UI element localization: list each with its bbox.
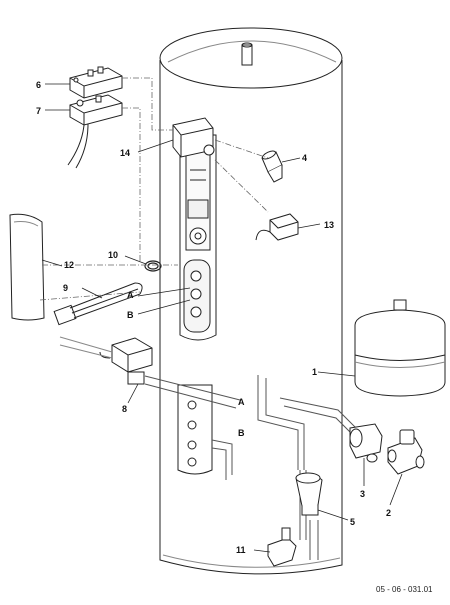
element-cover [9, 213, 45, 321]
pipework [144, 375, 357, 560]
callout-12: 12 [64, 260, 74, 270]
immersion-heater [53, 282, 143, 326]
pipe-label-a-upper: A [127, 290, 134, 300]
pipe-label-b-upper: B [127, 310, 134, 320]
callout-3: 3 [360, 489, 365, 499]
callout-9: 9 [63, 283, 68, 293]
callout-6: 6 [36, 80, 41, 90]
o-ring [144, 260, 162, 272]
callout-4: 4 [302, 153, 307, 163]
drain-valve-11 [267, 527, 297, 567]
strainer-5 [295, 472, 323, 516]
pipe-label-a-lower: A [238, 397, 245, 407]
callout-11: 11 [236, 545, 246, 555]
callout-5: 5 [350, 517, 355, 527]
thermal-cutout-13 [255, 213, 299, 241]
terminal-block-7 [67, 94, 123, 169]
callout-1: 1 [312, 367, 317, 377]
motorized-valve [59, 336, 153, 385]
callout-10: 10 [108, 250, 118, 260]
thermostat-housing [172, 117, 215, 158]
control-panel-strip [177, 134, 217, 475]
expansion-vessel [354, 299, 446, 397]
terminal-block-6 [69, 66, 123, 99]
tundish-valve-3 [349, 423, 383, 463]
pipe-label-b-lower: B [238, 428, 245, 438]
assembly-lines [39, 77, 269, 301]
drawing-reference-code: 05 - 06 - 031.01 [376, 585, 433, 594]
compression-fitting-4 [261, 150, 283, 183]
callout-13: 13 [324, 220, 334, 230]
callout-8: 8 [122, 404, 127, 414]
callout-2: 2 [386, 508, 391, 518]
callout-14: 14 [120, 148, 130, 158]
callout-labels: 1 2 3 4 5 6 7 8 9 10 11 12 13 14 A B A B [36, 80, 391, 555]
pressure-reducing-valve-2 [387, 429, 425, 475]
callout-7: 7 [36, 106, 41, 116]
leader-lines [41, 83, 403, 553]
